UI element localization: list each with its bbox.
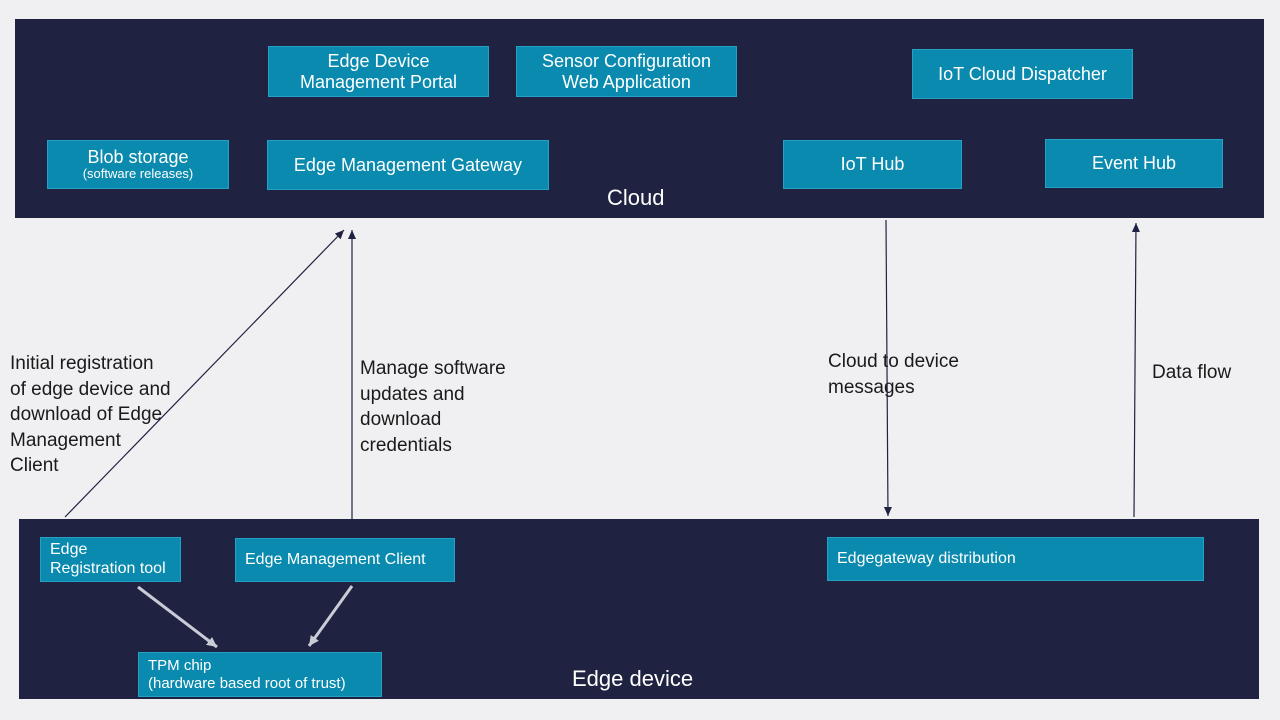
edge-device-management-portal-box: Edge Device Management Portal bbox=[268, 46, 489, 97]
blob-storage-box: Blob storage (software releases) bbox=[47, 140, 229, 189]
tpm-chip-line2: (hardware based root of trust) bbox=[148, 674, 346, 692]
blob-storage-label: Blob storage bbox=[87, 146, 189, 167]
annotation-line: updates and bbox=[360, 383, 465, 405]
iot-cloud-dispatcher-box: IoT Cloud Dispatcher bbox=[912, 49, 1133, 99]
edgegateway-distribution-label: Edgegateway distribution bbox=[837, 549, 1016, 567]
blob-storage-sublabel: (software releases) bbox=[82, 166, 194, 182]
event-hub-box: Event Hub bbox=[1045, 139, 1223, 188]
edge-management-gateway-box: Edge Management Gateway bbox=[267, 140, 549, 190]
tpm-chip-box: TPM chip (hardware based root of trust) bbox=[138, 652, 382, 697]
annotation-line: messages bbox=[828, 376, 915, 398]
iot-cloud-dispatcher-label: IoT Cloud Dispatcher bbox=[938, 63, 1107, 84]
iot-hub-label: IoT Hub bbox=[840, 154, 905, 175]
initial-registration-annotation: Initial registration of edge device and … bbox=[10, 351, 171, 479]
annotation-line: Client bbox=[10, 455, 59, 476]
annotation-line: Management bbox=[10, 429, 121, 451]
data-flow-annotation: Data flow bbox=[1152, 360, 1231, 386]
iot-hub-box: IoT Hub bbox=[783, 140, 962, 189]
edge-device-management-portal-line2: Management Portal bbox=[299, 71, 458, 92]
data-flow-arrow bbox=[1131, 222, 1140, 518]
edge-registration-line1: Edge bbox=[50, 541, 88, 559]
event-hub-label: Event Hub bbox=[1091, 153, 1177, 174]
sensor-configuration-webapp-box: Sensor Configuration Web Application bbox=[516, 46, 737, 97]
registration-arrow bbox=[64, 229, 345, 518]
edge-registration-tool-box: Edge Registration tool bbox=[40, 537, 181, 582]
annotation-line: credentials bbox=[360, 434, 452, 456]
sensor-configuration-line1: Sensor Configuration bbox=[541, 50, 712, 71]
edge-management-gateway-label: Edge Management Gateway bbox=[293, 154, 523, 175]
edgegateway-distribution-box: Edgegateway distribution bbox=[827, 537, 1204, 581]
annotation-line: Data flow bbox=[1152, 362, 1232, 383]
annotation-line: Manage software bbox=[360, 358, 506, 379]
annotation-line: Initial registration bbox=[10, 353, 154, 374]
annotation-line: download of Edge bbox=[10, 404, 163, 425]
annotation-line: download bbox=[360, 409, 442, 430]
edge-device-label: Edge device bbox=[572, 666, 694, 691]
cloud-to-device-annotation: Cloud to device messages bbox=[828, 349, 959, 400]
registration-to-tpm-arrow bbox=[137, 585, 218, 649]
cloud-label: Cloud bbox=[607, 185, 665, 210]
tpm-chip-line1: TPM chip bbox=[148, 657, 212, 675]
edge-registration-line2: Registration tool bbox=[50, 559, 166, 577]
annotation-line: Cloud to device bbox=[828, 351, 959, 372]
sensor-configuration-line2: Web Application bbox=[562, 71, 691, 92]
cloud-to-device-arrow bbox=[883, 219, 892, 517]
annotation-line: of edge device and bbox=[10, 378, 171, 400]
edge-management-client-label: Edge Management Client bbox=[245, 550, 426, 568]
client-to-tpm-arrow bbox=[307, 585, 354, 647]
edge-device-management-portal-line1: Edge Device bbox=[327, 50, 430, 71]
edge-management-client-box: Edge Management Client bbox=[235, 538, 455, 582]
manage-updates-annotation: Manage software updates and download cre… bbox=[360, 356, 506, 458]
